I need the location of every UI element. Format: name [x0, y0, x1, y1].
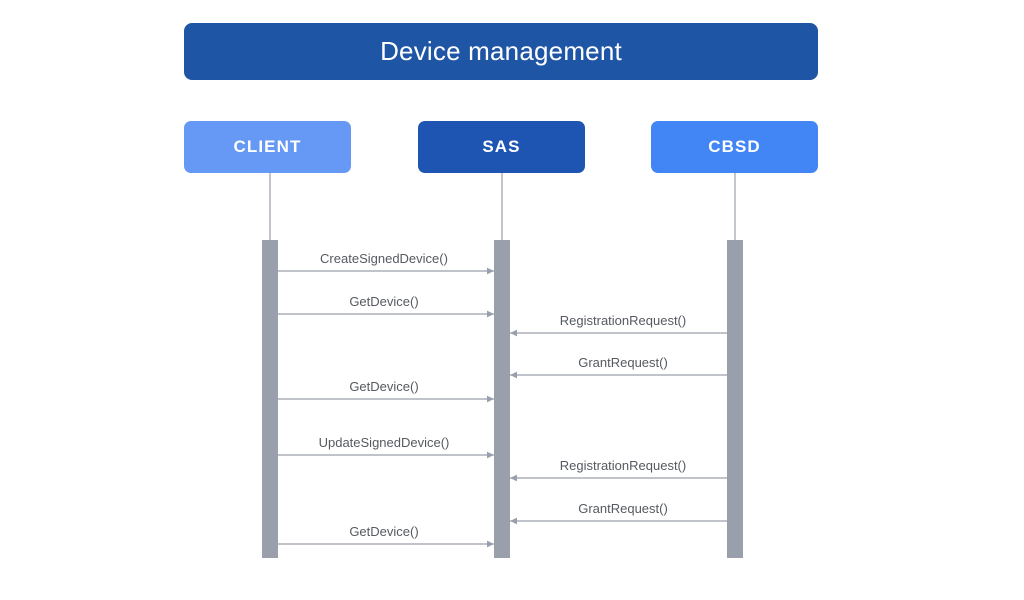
message-label: RegistrationRequest()	[560, 458, 686, 473]
message-label: UpdateSignedDevice()	[319, 435, 450, 450]
message-arrowhead	[487, 267, 494, 275]
message-label: GetDevice()	[349, 524, 418, 539]
message-arrowhead	[510, 371, 517, 379]
message-1: CreateSignedDevice()	[278, 251, 494, 275]
message-5: GetDevice()	[278, 379, 494, 403]
message-label: GetDevice()	[349, 294, 418, 309]
page-title: Device management	[380, 36, 622, 66]
message-4: GrantRequest()	[510, 355, 727, 379]
participant-label-client: CLIENT	[233, 137, 302, 156]
participant-label-cbsd: CBSD	[708, 137, 761, 156]
participant-box-sas[interactable]: SAS	[418, 121, 585, 173]
message-3: RegistrationRequest()	[510, 313, 727, 337]
message-layer: CreateSignedDevice() GetDevice() Registrat…	[278, 251, 727, 548]
activation-bar-client	[262, 240, 278, 558]
activation-bar-cbsd	[727, 240, 743, 558]
message-7: RegistrationRequest()	[510, 458, 727, 482]
diagram-title-banner: Device management	[184, 23, 818, 80]
message-8: GrantRequest()	[510, 501, 727, 525]
message-arrowhead	[487, 451, 494, 459]
message-label: CreateSignedDevice()	[320, 251, 448, 266]
message-arrowhead	[487, 395, 494, 403]
message-6: UpdateSignedDevice()	[278, 435, 494, 459]
message-arrowhead	[487, 540, 494, 548]
message-2: GetDevice()	[278, 294, 494, 318]
message-arrowhead	[510, 517, 517, 525]
participant-label-sas: SAS	[482, 137, 521, 156]
message-arrowhead	[510, 329, 517, 337]
lifeline-layer	[269, 173, 736, 240]
activation-bar-sas	[494, 240, 510, 558]
message-label: GrantRequest()	[578, 501, 668, 516]
activation-bar-layer	[262, 240, 743, 558]
message-arrowhead	[510, 474, 517, 482]
message-arrowhead	[487, 310, 494, 318]
participant-box-cbsd[interactable]: CBSD	[651, 121, 818, 173]
message-label: GrantRequest()	[578, 355, 668, 370]
message-label: RegistrationRequest()	[560, 313, 686, 328]
participant-box-client[interactable]: CLIENT	[184, 121, 351, 173]
message-label: GetDevice()	[349, 379, 418, 394]
message-9: GetDevice()	[278, 524, 494, 548]
